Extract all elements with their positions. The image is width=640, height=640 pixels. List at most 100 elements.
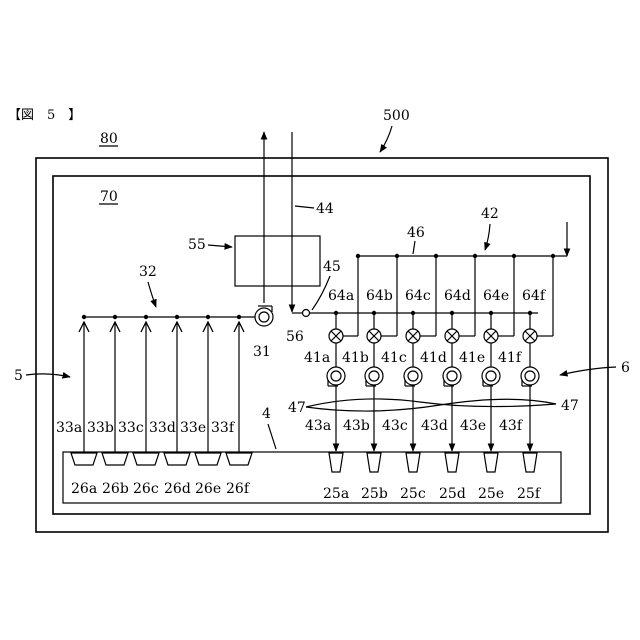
label-26a: 26a [71, 481, 97, 497]
label-64b: 64b [366, 288, 393, 304]
leader-5 [26, 374, 70, 377]
valve-64f [523, 329, 537, 343]
nozzle-25d [445, 453, 459, 472]
leader-32 [148, 282, 156, 307]
label-33d: 33d [149, 420, 176, 436]
label-33c: 33c [118, 420, 144, 436]
valve-64d [445, 329, 459, 343]
pump-body-41c [404, 367, 422, 385]
label-26d: 26d [164, 481, 191, 497]
pump-41e [482, 367, 500, 386]
label-25f: 25f [517, 486, 542, 502]
label-80: 80 [100, 131, 118, 147]
left-suction-group: 33a 33b33c 33d33e 33f 26a 26b26c 26d26e 26f [56, 315, 252, 497]
label-33e: 33e [180, 420, 206, 436]
label-47-left: 47 [288, 400, 306, 416]
label-500: 500 [383, 108, 410, 124]
pump-rotor-41f [525, 371, 535, 381]
label-25a: 25a [323, 486, 349, 502]
label-26e: 26e [195, 481, 221, 497]
label-41c: 41c [381, 350, 407, 366]
label-25d: 25d [439, 486, 466, 502]
label-64f: 64f [522, 288, 547, 304]
pump-41d [443, 367, 461, 386]
label-43b: 43b [343, 418, 370, 434]
junction-33d [175, 315, 179, 319]
label-33a: 33a [56, 420, 82, 436]
leader-42 [485, 224, 490, 250]
label-26b: 26b [102, 481, 129, 497]
label-41d: 41d [420, 350, 447, 366]
leader-46 [413, 241, 415, 254]
nozzle-25f [523, 453, 537, 472]
label-4: 4 [262, 406, 271, 422]
label-33f: 33f [211, 420, 236, 436]
label-5: 5 [14, 368, 23, 384]
pump-body-41b [365, 367, 383, 385]
cup-26b [102, 453, 128, 465]
label-25b: 25b [361, 486, 388, 502]
label-42: 42 [481, 206, 499, 222]
pump-rotor-41b [369, 371, 379, 381]
nozzle-25e [484, 453, 498, 472]
label-46: 46 [407, 225, 425, 241]
label-44: 44 [316, 201, 334, 217]
valve-64b [367, 329, 381, 343]
pump-body-41e [482, 367, 500, 385]
label-43f: 43f [499, 418, 524, 434]
nozzle-25c [406, 453, 420, 472]
right-supply-group: 64a64b64c64d64e64f41a41b41c41d41e41f43a4… [304, 254, 555, 502]
label-43a: 43a [305, 418, 331, 434]
leader-4 [268, 424, 276, 449]
nozzle-25b [367, 453, 381, 472]
leader-500 [380, 126, 392, 152]
label-25e: 25e [478, 486, 504, 502]
label-56: 56 [286, 329, 304, 345]
pump-body-41a [327, 367, 345, 385]
inner-enclosure [53, 176, 590, 514]
cup-26f [226, 453, 252, 465]
label-43d: 43d [421, 418, 448, 434]
leader-55 [208, 245, 232, 247]
valve-64c [406, 329, 420, 343]
label-25c: 25c [400, 486, 426, 502]
label-26c: 26c [133, 481, 159, 497]
label-33b: 33b [87, 420, 114, 436]
label-70: 70 [100, 189, 118, 205]
label-55: 55 [188, 237, 206, 253]
label-64e: 64e [483, 288, 509, 304]
leader-44 [295, 206, 314, 208]
valve-64e [484, 329, 498, 343]
junction-33b [113, 315, 117, 319]
unit-55 [235, 236, 320, 286]
pump-body-41f [521, 367, 539, 385]
pump-41c [404, 367, 422, 386]
pump-31 [255, 306, 273, 326]
pump-41b [365, 367, 383, 386]
valve-64a [329, 329, 343, 343]
pump-rotor-41c [408, 371, 418, 381]
nozzle-25a [329, 453, 343, 472]
pump-rotor-41a [331, 371, 341, 381]
pump-41a [327, 367, 345, 386]
label-6: 6 [621, 360, 630, 376]
label-47-right: 47 [561, 398, 579, 414]
junction-33c [144, 315, 148, 319]
label-43c: 43c [382, 418, 408, 434]
label-32: 32 [139, 264, 157, 280]
junction-33a [82, 315, 86, 319]
label-41a: 41a [304, 350, 330, 366]
label-64c: 64c [405, 288, 431, 304]
label-41b: 41b [342, 350, 369, 366]
label-64d: 64d [444, 288, 471, 304]
cup-26c [133, 453, 159, 465]
cup-26a [71, 453, 97, 465]
label-45: 45 [323, 259, 341, 275]
junction-33f [237, 315, 241, 319]
pump-41f [521, 367, 539, 386]
label-26f: 26f [226, 481, 251, 497]
pump-rotor-41e [486, 371, 496, 381]
junction-33e [206, 315, 210, 319]
label-41e: 41e [459, 350, 485, 366]
